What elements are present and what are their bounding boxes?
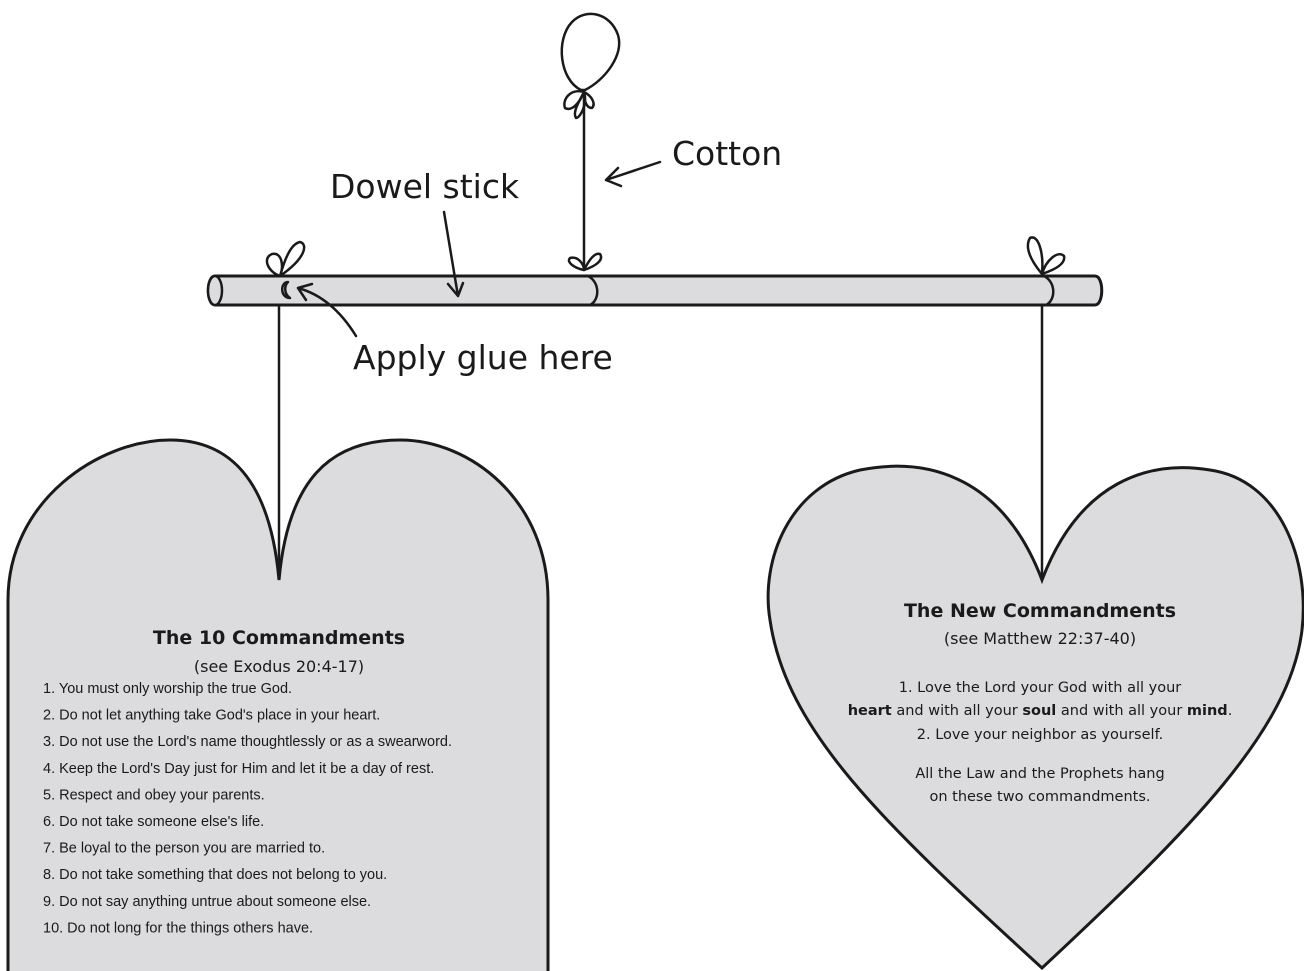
commandment-item: 3. Do not use the Lord's name thoughtles… (43, 734, 452, 750)
commandment-item: 5. Respect and obey your parents. (43, 787, 265, 803)
bow-right (1026, 236, 1066, 276)
bow-center (567, 252, 603, 272)
dowel-stick-label: Dowel stick (330, 167, 520, 206)
commandment-item: 8. Do not take something that does not b… (43, 867, 387, 883)
heart-line-1: 1. Love the Lord your God with all your (899, 680, 1182, 696)
tablet-reference: (see Exodus 20:4-17) (194, 657, 364, 676)
commandment-item: 2. Do not let anything take God's place … (43, 708, 380, 724)
word-mind: mind (1187, 703, 1228, 719)
word-soul: soul (1022, 703, 1056, 719)
balloon-loop (560, 12, 621, 92)
pointer-arrows (296, 160, 662, 338)
tablet-shape (6, 438, 550, 971)
dowel-body (206, 274, 1104, 307)
dowel-knot-left (281, 280, 292, 300)
commandment-item: 10. Do not long for the things others ha… (43, 920, 313, 936)
dowel-knot-center (586, 274, 599, 307)
commandments-tablet: The 10 Commandments (see Exodus 20:4-17)… (6, 438, 550, 971)
new-commandments-heart: The New Commandments (see Matthew 22:37-… (766, 464, 1304, 971)
commandment-item: 7. Be loyal to the person you are marrie… (43, 841, 325, 857)
word-heart: heart (848, 703, 892, 719)
heart-shape (766, 464, 1304, 971)
heart-closing-1: All the Law and the Prophets hang (915, 766, 1164, 782)
dowel-knot-right (1042, 274, 1055, 307)
heart-title: The New Commandments (904, 600, 1176, 622)
tablet-title: The 10 Commandments (153, 627, 405, 649)
commandment-item: 4. Keep the Lord's Day just for Him and … (43, 761, 434, 777)
balloon-hanger (560, 12, 621, 272)
arrow-glue (296, 282, 358, 338)
dowel-end-cap (206, 274, 224, 307)
commandment-item: 1. You must only worship the true God. (43, 681, 292, 697)
heart-reference: (see Matthew 22:37-40) (944, 629, 1136, 648)
arrow-cotton (604, 160, 662, 188)
commandment-item: 9. Do not say anything untrue about some… (43, 894, 371, 910)
cotton-label: Cotton (672, 134, 782, 173)
apply-glue-label: Apply glue here (353, 338, 613, 377)
heart-line-2: heart and with all your soul and with al… (848, 703, 1233, 719)
commandment-item: 6. Do not take someone else's life. (43, 814, 264, 830)
heart-closing-2: on these two commandments. (929, 789, 1150, 805)
arrow-dowel (442, 210, 465, 298)
bow-left (265, 240, 306, 278)
bows (265, 236, 1066, 278)
balloon-bow (563, 89, 595, 120)
dowel-stick (206, 274, 1104, 307)
tablet-items-list: 1. You must only worship the true God. 2.… (43, 681, 452, 936)
heart-line-3: 2. Love your neighbor as yourself. (917, 727, 1163, 743)
